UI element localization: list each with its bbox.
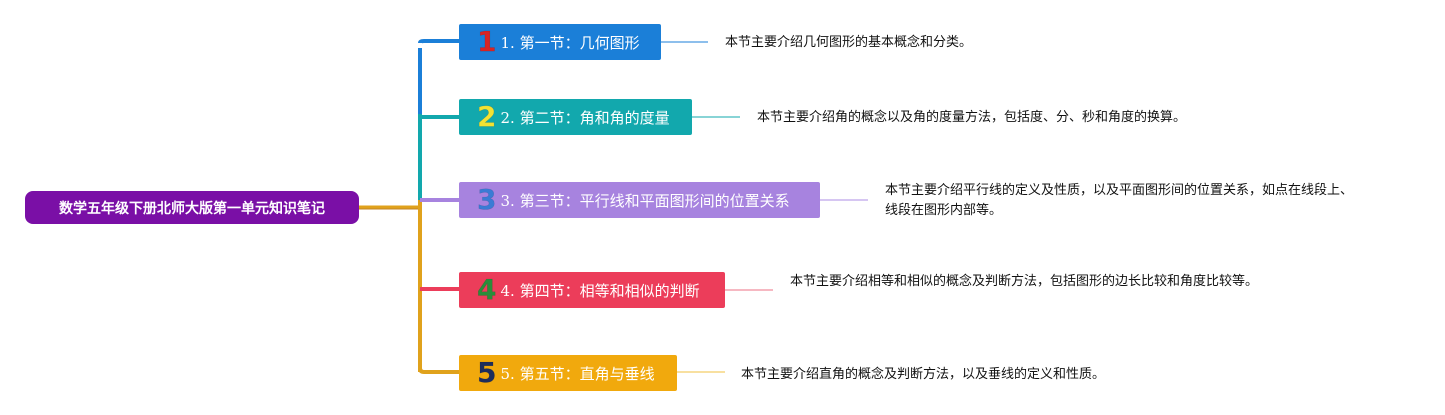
section-node-2[interactable]: 2 2. 第二节：角和角的度量 bbox=[459, 99, 692, 135]
section-label-4: 4. 第四节：相等和相似的判断 bbox=[500, 281, 700, 300]
section-note-3: 本节主要介绍平行线的定义及性质，以及平面图形间的位置关系，如点在线段上、线段在图… bbox=[885, 183, 1354, 218]
section-number-5: 5 bbox=[477, 356, 497, 389]
section-label-1: 1. 第一节：几何图形 bbox=[500, 33, 640, 52]
section-node-4[interactable]: 4 4. 第四节：相等和相似的判断 bbox=[459, 272, 725, 308]
section-note-4: 本节主要介绍相等和相似的概念及判断方法，包括图形的边长比较和角度比较等。 bbox=[790, 274, 1259, 289]
root-topic-title: 数学五年级下册北师大版第一单元知识笔记 bbox=[59, 200, 325, 217]
section-label-3: 3. 第三节：平行线和平面图形间的位置关系 bbox=[500, 191, 790, 210]
section-number-1: 1 bbox=[477, 25, 497, 58]
branch-1 bbox=[418, 39, 459, 44]
section-number-4: 4 bbox=[477, 273, 497, 306]
section-label-5: 5. 第五节：直角与垂线 bbox=[500, 364, 655, 383]
branch-5 bbox=[418, 367, 459, 374]
section-node-5[interactable]: 5 5. 第五节：直角与垂线 bbox=[459, 355, 677, 391]
section-note-1: 本节主要介绍几何图形的基本概念和分类。 bbox=[725, 35, 973, 50]
section-node-3[interactable]: 3 3. 第三节：平行线和平面图形间的位置关系 bbox=[459, 182, 820, 218]
section-note-2: 本节主要介绍角的概念以及角的度量方法，包括度、分、秒和角度的换算。 bbox=[757, 110, 1187, 125]
section-label-2: 2. 第二节：角和角的度量 bbox=[500, 108, 670, 127]
section-number-3: 3 bbox=[477, 183, 497, 216]
section-number-2: 2 bbox=[477, 100, 497, 133]
section-note-5: 本节主要介绍直角的概念及判断方法，以及垂线的定义和性质。 bbox=[741, 367, 1106, 382]
section-node-1[interactable]: 1 1. 第一节：几何图形 bbox=[459, 24, 661, 60]
root-topic[interactable]: 数学五年级下册北师大版第一单元知识笔记 bbox=[25, 191, 359, 224]
